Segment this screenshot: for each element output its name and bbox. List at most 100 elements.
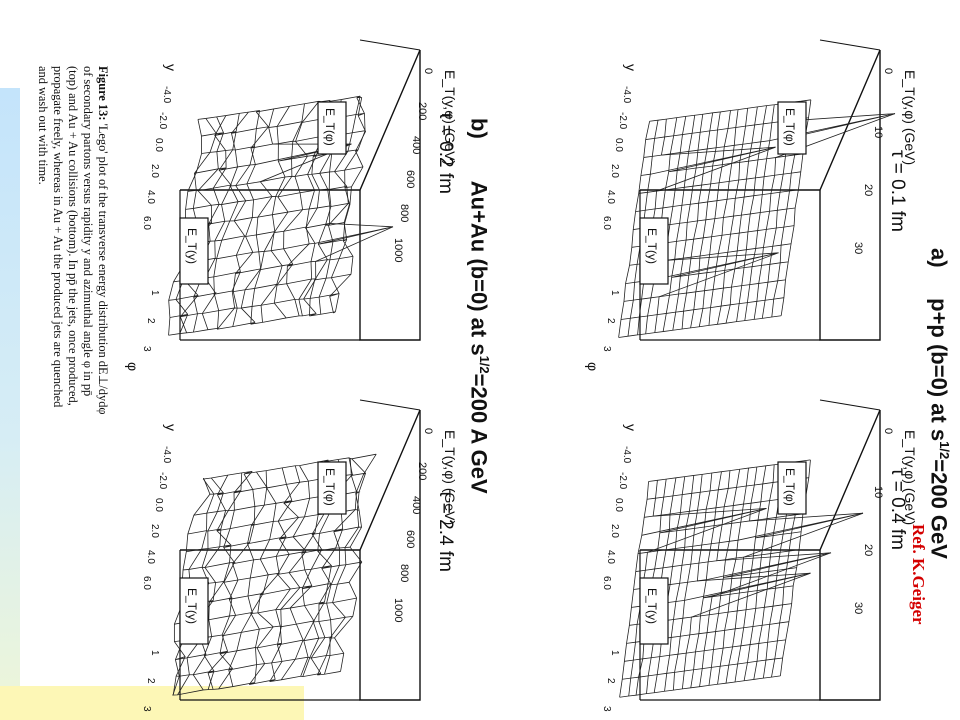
- grid-line: [207, 471, 253, 690]
- phi-axis-tick: 3: [601, 346, 612, 352]
- et-y-box: [639, 577, 669, 645]
- y-axis-tick: 2.0: [149, 524, 160, 538]
- grid-line: [176, 652, 344, 677]
- et-y-box: [639, 217, 669, 285]
- y-axis-tick: -2.0: [157, 472, 168, 490]
- et-axis-label: E_T(y,φ) (GeV): [442, 70, 458, 165]
- phi-axis-tick: 3: [141, 706, 152, 712]
- y-axis-tick: 2.0: [609, 524, 620, 538]
- et-phi-box-label: E_T(φ): [323, 108, 337, 146]
- et-axis-tick: 1000: [392, 598, 404, 622]
- y-axis-tick: 2.0: [609, 164, 620, 178]
- grid-line: [699, 470, 832, 687]
- phi-axis-tick: 3: [141, 346, 152, 352]
- bottom-accent-band: [0, 686, 304, 720]
- grid-line: [635, 549, 800, 572]
- phi-axis-tick: 2: [145, 678, 156, 684]
- grid-line: [183, 546, 351, 571]
- y-axis-tick: 6.0: [141, 216, 152, 230]
- grid-line: [620, 297, 784, 320]
- y-axis-tick: 4.0: [145, 550, 156, 564]
- et-phi-box-label: E_T(φ): [323, 468, 337, 506]
- grid-line: [168, 273, 352, 301]
- grid-line: [197, 95, 362, 120]
- et-phi-box: [317, 101, 347, 155]
- grid-line: [271, 465, 301, 680]
- y-axis-tick: 6.0: [601, 576, 612, 590]
- grid-line: [618, 315, 782, 338]
- frame-back: [359, 410, 421, 701]
- grid-line: [186, 526, 362, 553]
- et-axis-tick: 0: [422, 428, 434, 434]
- y-axis-label: y: [623, 424, 639, 431]
- grid-line: [638, 171, 801, 194]
- y-axis-tick: 4.0: [605, 550, 616, 564]
- et-axis-tick: 800: [398, 564, 410, 582]
- et-axis-tick: 1000: [392, 238, 404, 262]
- grid-line: [168, 311, 336, 336]
- et-axis-line: [819, 39, 881, 51]
- y-axis-tick: -2.0: [157, 112, 168, 130]
- grid-line: [169, 293, 340, 318]
- y-axis-tick: -4.0: [621, 86, 632, 104]
- phi-axis-tick: 2: [605, 678, 616, 684]
- et-axis-tick: 400: [410, 496, 422, 514]
- et-y-box: [179, 217, 209, 285]
- grid-line: [187, 166, 364, 192]
- et-phi-box-label: E_T(φ): [783, 108, 797, 146]
- et-phi-box: [777, 101, 807, 155]
- et-y-box-label: E_T(y): [185, 228, 199, 264]
- frame-wall: [180, 409, 421, 551]
- phi-axis-tick: 1: [609, 290, 620, 296]
- lego-plot-a-right: E_T(φ)E_T(y)E_T(y,φ) (GeV)0102030y-4.0-2…: [601, 399, 918, 712]
- y-axis-tick: -2.0: [617, 472, 628, 490]
- y-axis-tick: 4.0: [145, 190, 156, 204]
- et-axis-tick: 30: [852, 602, 864, 614]
- y-axis-tick: 0.0: [153, 138, 164, 152]
- phi-axis-tick: 1: [149, 650, 160, 656]
- grid-line: [172, 671, 341, 696]
- y-axis-tick: -4.0: [621, 446, 632, 464]
- et-phi-box: [777, 461, 807, 515]
- et-axis-tick: 600: [404, 530, 416, 548]
- et-axis-label: E_T(y,φ) (GeV): [442, 430, 458, 525]
- y-axis-tick: -2.0: [617, 112, 628, 130]
- et-y-box-label: E_T(y): [185, 588, 199, 624]
- et-axis-tick: 20: [862, 544, 874, 556]
- y-axis-tick: 6.0: [601, 216, 612, 230]
- frame-back: [819, 50, 881, 341]
- lego-plot-b-left: E_T(φ)E_T(y)E_T(y,φ) (GeV)02004006008001…: [125, 39, 458, 371]
- y-axis-label: y: [163, 424, 179, 431]
- et-phi-box-label: E_T(φ): [783, 468, 797, 506]
- grid-line: [185, 226, 394, 263]
- et-y-box-label: E_T(y): [645, 588, 659, 624]
- grid-line: [180, 222, 345, 246]
- grid-line: [185, 185, 352, 210]
- grid-line: [641, 508, 803, 536]
- y-axis-label: y: [623, 64, 639, 71]
- et-axis-tick: 200: [416, 102, 428, 120]
- y-axis-tick: 6.0: [141, 576, 152, 590]
- left-accent-bar: [0, 88, 20, 720]
- y-axis-tick: -4.0: [161, 446, 172, 464]
- et-axis-tick: 30: [852, 242, 864, 254]
- phi-axis-tick: 1: [609, 650, 620, 656]
- y-axis-tick: 0.0: [613, 498, 624, 512]
- grid-line: [624, 639, 786, 662]
- et-axis-tick: 200: [416, 462, 428, 480]
- lego-plot-a-left: E_T(φ)E_T(y)E_T(y,φ) (GeV)0102030y-4.0-2…: [585, 39, 918, 371]
- grid-line: [175, 636, 335, 661]
- grid-line: [232, 111, 269, 327]
- et-axis-tick: 800: [398, 204, 410, 222]
- et-axis-tick: 600: [404, 170, 416, 188]
- grid-line: [181, 561, 362, 589]
- grid-line: [181, 581, 350, 606]
- y-axis-tick: 4.0: [605, 190, 616, 204]
- grid-line: [640, 146, 803, 176]
- phi-axis-label: φ: [585, 362, 601, 371]
- grid-line: [622, 657, 783, 680]
- figure-caption: Figure 13: 'Lego' plot of the transverse…: [35, 66, 110, 418]
- frame-back: [359, 50, 421, 341]
